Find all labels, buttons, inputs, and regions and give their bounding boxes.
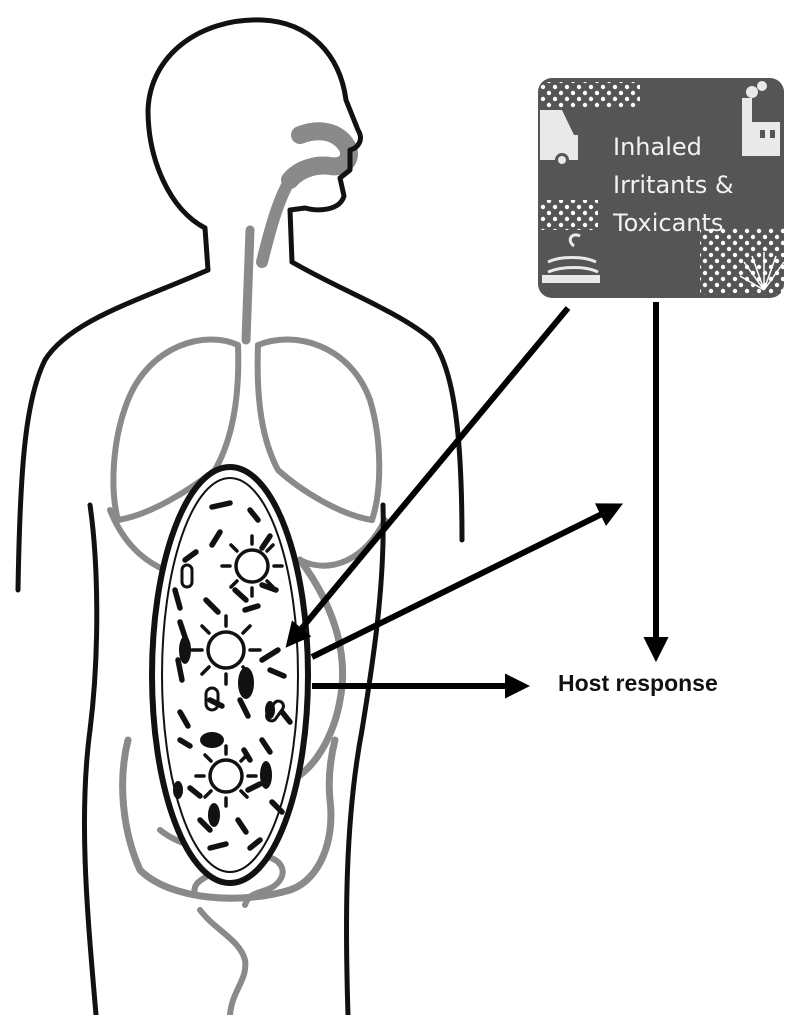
trachea (241, 225, 255, 345)
left-shoulder-arm (15, 267, 211, 593)
inhaled-irritants-box (538, 78, 785, 298)
right-torso (343, 502, 386, 1015)
irritants-label-line-1: Inhaled (613, 133, 702, 161)
body-outline (15, 17, 465, 1015)
irritants-label-line-2: Irritants & (613, 171, 734, 199)
irritants-label-line-3: Toxicants (613, 209, 724, 237)
throat (256, 174, 296, 268)
car-icon (540, 110, 578, 167)
spray-icon (739, 252, 785, 291)
virus-1 (220, 534, 284, 598)
nasal-airway (281, 122, 358, 189)
head-outline (145, 17, 363, 265)
bacteria-rods (172, 500, 293, 851)
cigarette-icon (542, 233, 600, 283)
right-lung (254, 336, 383, 523)
bacteria-capsules (180, 563, 285, 723)
dot-pattern-left (540, 200, 598, 230)
arrow-gut-to-upper (310, 503, 624, 660)
stomach (296, 556, 347, 779)
arrows (285, 302, 669, 699)
factory-icon (742, 81, 780, 156)
dot-pattern-top-left (540, 82, 640, 108)
irritants-label: Inhaled Irritants & Toxicants (565, 128, 770, 242)
host-response-label: Host response (558, 670, 718, 696)
left-torso (81, 502, 100, 1015)
right-shoulder-arm (289, 259, 465, 543)
virus-3 (194, 744, 258, 808)
microbiome-inner-ring (161, 477, 299, 873)
dot-pattern-right (700, 228, 784, 295)
neck-left (202, 225, 211, 273)
gut-microbiome (149, 464, 311, 886)
virus-2 (190, 614, 262, 686)
large-intestine (119, 736, 339, 902)
left-lung (110, 336, 242, 523)
arrow-irritants-to-gut (285, 306, 571, 648)
virus-particles (190, 534, 284, 808)
